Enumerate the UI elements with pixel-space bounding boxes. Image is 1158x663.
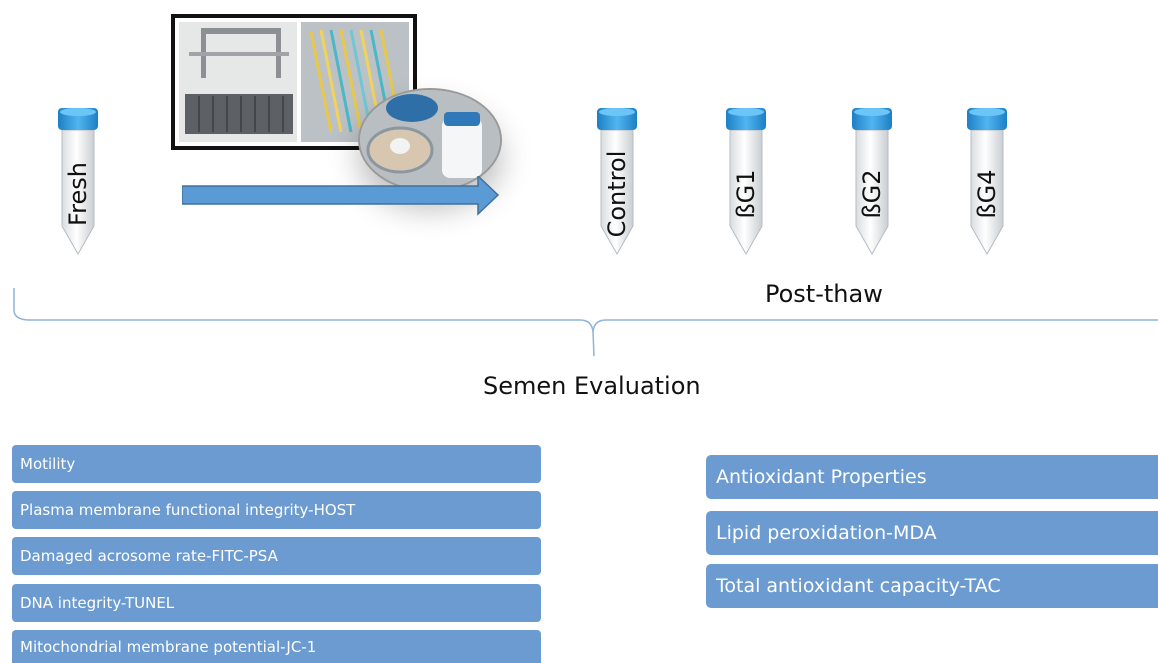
- liquid-nitrogen-photo: [358, 88, 502, 192]
- antioxidant-item-tac: Total antioxidant capacity-TAC: [706, 564, 1158, 608]
- tube-bg1: ßG1: [724, 108, 768, 256]
- tube-bg2: ßG2: [850, 108, 894, 256]
- tube-fresh: Fresh: [56, 108, 100, 256]
- eval-item-acrosome: Damaged acrosome rate-FITC-PSA: [12, 537, 541, 575]
- tube-icon: [58, 108, 98, 256]
- post-thaw-label: Post-thaw: [765, 280, 883, 308]
- tube-label-control: Control: [603, 150, 631, 238]
- tube-icon: [726, 108, 766, 256]
- antioxidant-item-mda: Lipid peroxidation-MDA: [706, 511, 1158, 555]
- tube-label-fresh: Fresh: [64, 162, 92, 226]
- grouping-brace: [13, 288, 1158, 357]
- semen-evaluation-label: Semen Evaluation: [483, 372, 701, 400]
- tube-label-bg1: ßG1: [732, 169, 760, 219]
- antioxidant-header: Antioxidant Properties: [706, 455, 1158, 499]
- eval-item-mitochondrial: Mitochondrial membrane potential-JC-1: [12, 630, 541, 663]
- tube-icon: [852, 108, 892, 256]
- tube-icon: [597, 108, 637, 256]
- tube-bg4: ßG4: [965, 108, 1009, 256]
- rack-photo: [179, 22, 297, 142]
- tube-label-bg4: ßG4: [973, 169, 1001, 219]
- tube-label-bg2: ßG2: [858, 169, 886, 219]
- process-arrow: [182, 176, 500, 216]
- eval-item-host: Plasma membrane functional integrity-HOS…: [12, 491, 541, 529]
- eval-item-motility: Motility: [12, 445, 541, 483]
- eval-item-dna: DNA integrity-TUNEL: [12, 584, 541, 622]
- tube-control: Control: [595, 108, 639, 256]
- tube-icon: [967, 108, 1007, 256]
